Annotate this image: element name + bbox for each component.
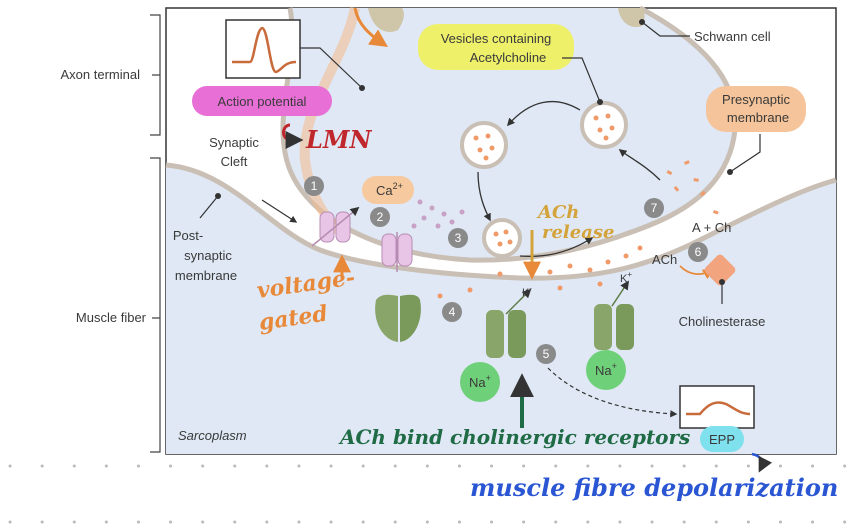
step-badge-2: 2 (370, 207, 390, 227)
postsynaptic-label-line3: membrane (175, 268, 237, 283)
action-potential-dot (359, 85, 365, 91)
step-badge-4: 4 (442, 302, 462, 322)
vesicle-top-right (582, 103, 626, 147)
svg-text:3: 3 (455, 231, 462, 245)
svg-text:2: 2 (377, 210, 384, 224)
svg-text:5: 5 (543, 347, 550, 361)
vesicle-fusing (484, 220, 520, 256)
svg-text:1: 1 (311, 179, 318, 193)
cholinesterase-label: Cholinesterase (679, 314, 766, 329)
cholinesterase-dot (719, 279, 725, 285)
muscle-fiber-bracket (150, 158, 160, 452)
presynaptic-dot (727, 169, 733, 175)
ach-release-annotation-line1: ACh (536, 202, 579, 223)
postsynaptic-label-line2: synaptic (184, 248, 232, 263)
presynaptic-label-line1: Presynaptic (722, 92, 790, 107)
step-badge-6: 6 (688, 242, 708, 262)
ach-release-annotation-line2: release (542, 222, 614, 243)
step-badge-7: 7 (644, 198, 664, 218)
svg-text:7: 7 (651, 201, 658, 215)
ach-label: ACh (652, 252, 677, 267)
synaptic-cleft-label-line1: Synaptic (209, 135, 259, 150)
step-badge-1: 1 (304, 176, 324, 196)
lmn-annotation: LMN (305, 125, 372, 154)
ach-bind-annotation: ACh bind cholinergic receptors (338, 425, 690, 449)
vesicle-left (462, 123, 506, 167)
vesicles-dot (597, 99, 603, 105)
svg-text:6: 6 (695, 245, 702, 259)
axon-terminal-label: Axon terminal (61, 67, 141, 82)
postsynaptic-label-line1: Post- (173, 228, 203, 243)
presynaptic-label-line2: membrane (727, 110, 789, 125)
muscle-fiber-label: Muscle fiber (76, 310, 147, 325)
step-badge-3: 3 (448, 228, 468, 248)
calcium-channel-2 (382, 232, 412, 272)
sarcoplasm-label: Sarcoplasm (178, 428, 247, 443)
epp-label: EPP (709, 432, 735, 447)
axon-terminal-bracket (150, 15, 160, 135)
svg-text:4: 4 (449, 305, 456, 319)
synaptic-cleft-label-line2: Cleft (221, 154, 248, 169)
schwann-cell-label: Schwann cell (694, 29, 771, 44)
depolarization-arrow (752, 454, 762, 470)
depolarization-annotation: muscle fibre depolarization (470, 473, 838, 502)
epp-inset (680, 386, 754, 428)
vesicles-label-line1: Vesicles containing (441, 31, 552, 46)
action-potential-label: Action potential (218, 94, 307, 109)
step-badge-5: 5 (536, 344, 556, 364)
vesicles-label-line2: Acetylcholine (470, 50, 547, 65)
a-plus-ch-label: A + Ch (692, 220, 731, 235)
schwann-dot (639, 19, 645, 25)
